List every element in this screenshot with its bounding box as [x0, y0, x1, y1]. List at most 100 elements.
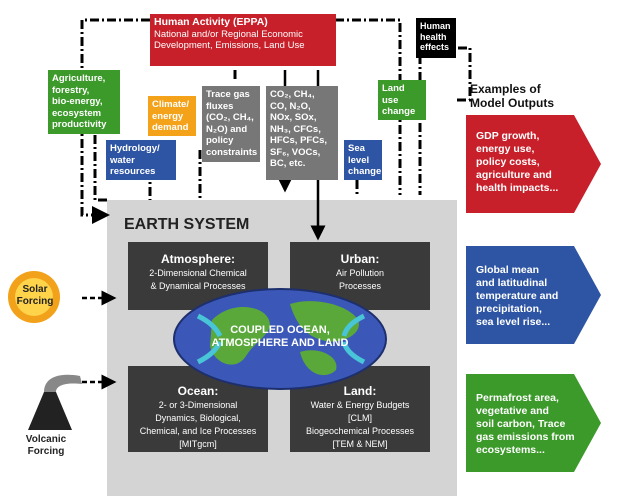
output-arrow-2: [466, 246, 601, 344]
emissions-line-2: CO, N₂O,: [270, 100, 311, 112]
output-1-line-1: GDP growth,: [476, 130, 540, 142]
human-activity-line-1: National and/or Regional Economic: [154, 28, 303, 40]
ocean-box: Ocean: 2- or 3-Dimensional Dynamics, Bio…: [128, 366, 268, 452]
agriculture-line-4: ecosystem: [52, 107, 102, 119]
human-health-line-1: Human: [420, 21, 451, 31]
coupled-line-1: COUPLED OCEAN,: [230, 324, 330, 336]
climate-energy-line-1: Climate/: [152, 99, 189, 110]
output-2-line-3: temperature and: [476, 290, 559, 302]
land-desc-3: Biogeochemical Processes: [305, 426, 415, 436]
trace-gas-box: Trace gas fluxes (CO₂, CH₄, N₂O) and pol…: [202, 86, 260, 162]
sea-level-line-3: change: [348, 166, 382, 177]
human-activity-box: Human Activity (EPPA) National and/or Re…: [150, 14, 336, 66]
emissions-box: CO₂, CH₄, CO, N₂O, NOx, SOx, NH₃, CFCs, …: [266, 86, 338, 180]
ocean-desc-1: 2- or 3-Dimensional: [158, 400, 238, 410]
output-2-line-4: precipitation,: [476, 303, 542, 315]
agriculture-line-5: productivity: [52, 119, 107, 130]
trace-gas-line-3: (CO₂, CH₄,: [206, 112, 254, 123]
output-3-line-1: Permafrost area,: [476, 392, 559, 404]
output-1-line-2: energy use,: [476, 143, 535, 155]
output-3-line-4: gas emissions from: [476, 431, 575, 443]
emissions-line-3: NOx, SOx,: [270, 112, 317, 123]
output-item-2: Global mean and latitudinal temperature …: [470, 256, 600, 329]
atmosphere-desc-2: & Dynamical Processes: [150, 281, 246, 291]
volcanic-label: Volcanic Forcing: [16, 434, 76, 458]
emissions-line-6: SF₆, VOCs,: [270, 146, 321, 158]
land-use-line-2: use: [382, 94, 399, 106]
urban-desc-2: Processes: [338, 281, 382, 291]
sea-level-line-2: level: [348, 154, 370, 166]
hydrology-line-3: resources: [110, 166, 156, 177]
output-item-3: Permafrost area, vegetative and soil car…: [470, 384, 600, 457]
sea-level-box: Sea level change: [344, 140, 382, 180]
output-3-line-2: vegetative and: [476, 405, 549, 417]
trace-gas-line-5: policy: [206, 135, 234, 146]
human-health-box: Human health effects: [416, 18, 456, 58]
hydrology-box: Hydrology/ water resources: [106, 140, 176, 180]
earth-system-title: EARTH SYSTEM: [124, 216, 250, 233]
agriculture-line-1: Agriculture,: [52, 73, 106, 84]
output-2-line-2: and latitudinal: [476, 277, 548, 289]
globe-icon: [173, 288, 387, 390]
coupled-line-2: ATMOSPHERE AND LAND: [211, 337, 349, 349]
land-desc-1: Water & Energy Budgets: [310, 400, 410, 410]
ocean-desc-3: Chemical, and Ice Processes: [139, 426, 257, 436]
output-3-line-5: ecosystems...: [476, 444, 545, 456]
trace-gas-line-2: fluxes: [206, 100, 234, 112]
volcano-icon: [28, 374, 82, 430]
land-title: Land:: [343, 384, 377, 398]
volcanic-line-1: Volcanic: [25, 434, 67, 445]
human-activity-line-2: Development, Emissions, Land Use: [154, 40, 305, 51]
urban-desc-1: Air Pollution: [335, 268, 385, 278]
output-1-line-5: health impacts...: [476, 182, 559, 194]
output-1-line-4: agriculture and: [476, 169, 552, 181]
ocean-desc-2: Dynamics, Biological,: [155, 413, 241, 423]
ocean-desc-4: [MITgcm]: [179, 439, 217, 449]
land-use-line-3: change: [382, 106, 416, 117]
solar-line-1: Solar: [22, 284, 48, 295]
human-health-line-3: effects: [420, 42, 450, 52]
coupled-label: COUPLED OCEAN, ATMOSPHERE AND LAND: [194, 324, 366, 350]
human-health-line-2: health: [420, 31, 447, 42]
trace-gas-line-1: Trace gas: [206, 89, 250, 100]
output-arrow-1: [466, 115, 601, 213]
sea-level-line-1: Sea: [348, 143, 365, 154]
urban-title: Urban:: [340, 252, 380, 266]
hydrology-line-1: Hydrology/: [110, 143, 160, 154]
climate-energy-box: Climate/ energy demand: [148, 96, 196, 136]
land-box: Land: Water & Energy Budgets [CLM] Bioge…: [290, 366, 430, 452]
sun-icon: [8, 271, 60, 323]
exchange-arrows: [196, 313, 366, 365]
human-activity-title: Human Activity (EPPA): [154, 16, 268, 28]
agriculture-line-3: bio-energy,: [52, 96, 103, 107]
emissions-line-7: BC, etc.: [270, 158, 306, 169]
emissions-line-1: CO₂, CH₄,: [270, 89, 315, 100]
solar-line-2: Forcing: [16, 296, 54, 307]
emissions-line-4: NH₃, CFCs,: [270, 123, 321, 135]
output-2-line-1: Global mean: [476, 264, 540, 276]
solar-label: Solar Forcing: [12, 284, 58, 308]
outputs-title: Examples of Model Outputs: [470, 82, 554, 110]
land-desc-2: [CLM]: [347, 413, 372, 423]
agriculture-box: Agriculture, forestry, bio-energy, ecosy…: [48, 70, 120, 134]
climate-energy-line-3: demand: [152, 122, 189, 133]
agriculture-line-2: forestry,: [52, 84, 90, 96]
volcanic-line-2: Forcing: [27, 446, 65, 457]
land-use-line-1: Land: [382, 83, 405, 94]
climate-energy-line-2: energy: [152, 110, 184, 122]
output-item-1: GDP growth, energy use, policy costs, ag…: [470, 122, 600, 195]
trace-gas-line-6: constraints: [206, 146, 258, 158]
output-1-line-3: policy costs,: [476, 156, 540, 168]
land-desc-4: [TEM & NEM]: [332, 439, 388, 449]
atmosphere-desc-1: 2-Dimensional Chemical: [149, 268, 247, 278]
atmosphere-title: Atmosphere:: [160, 252, 235, 266]
output-2-line-5: sea level rise...: [476, 316, 551, 328]
land-use-change-box: Land use change: [378, 80, 426, 120]
emissions-line-5: HFCs, PFCs,: [270, 135, 328, 146]
hydrology-line-2: water: [110, 154, 135, 166]
outputs-title-2: Model Outputs: [470, 96, 554, 110]
trace-gas-line-4: N₂O) and: [206, 123, 248, 135]
outputs-title-1: Examples of: [470, 82, 541, 96]
